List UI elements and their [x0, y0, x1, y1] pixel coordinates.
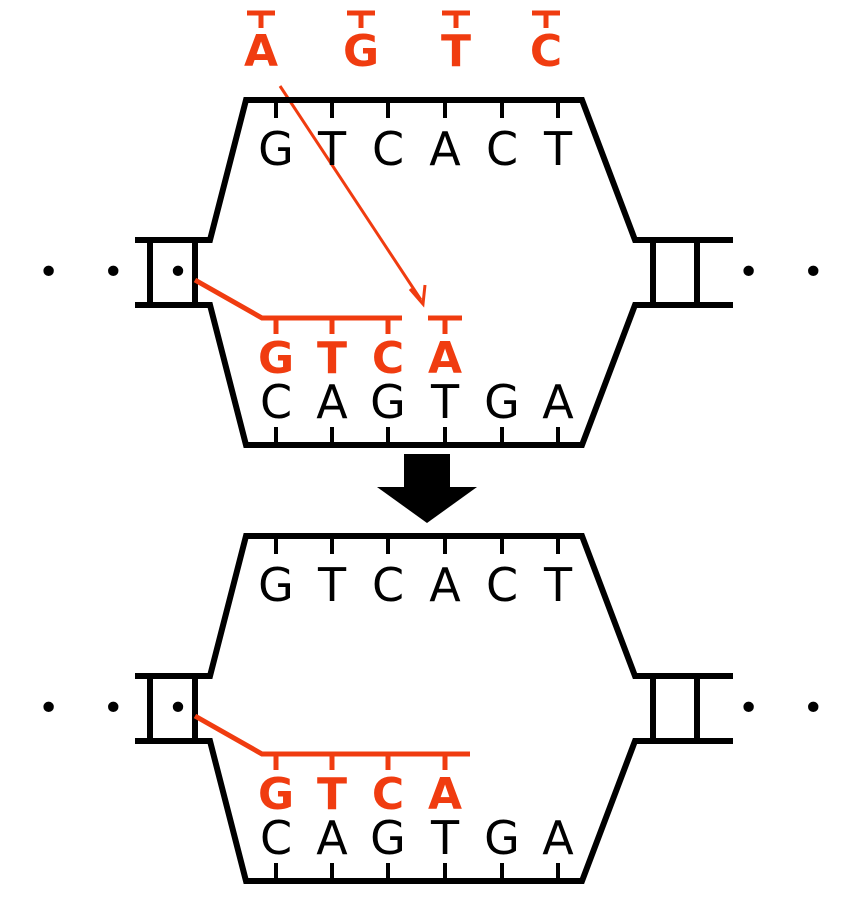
new-strand-base: C — [372, 769, 404, 820]
template-top-base: A — [429, 122, 461, 176]
new-strand-base: G — [258, 769, 294, 820]
template-bottom-base: A — [316, 375, 348, 429]
continuation-dots-right: • • • — [738, 688, 864, 729]
new-strand-base: T — [317, 333, 347, 384]
template-bottom-base: G — [484, 375, 520, 429]
free-nucleotide: C — [530, 26, 562, 77]
free-nucleotide: T — [441, 26, 471, 77]
template-top-base: C — [372, 122, 404, 176]
template-top-base: C — [486, 122, 518, 176]
template-top-base: C — [486, 558, 518, 612]
template-top-base: T — [317, 558, 347, 612]
free-nucleotide: A — [244, 26, 278, 77]
incorporation-arrow — [278, 85, 427, 308]
template-top-base: C — [372, 558, 404, 612]
template-bottom-base: A — [542, 375, 574, 429]
template-top-base: T — [317, 122, 347, 176]
new-strand-base: G — [258, 333, 294, 384]
template-top-base: G — [258, 558, 294, 612]
continuation-dots-left: • • • — [38, 688, 205, 729]
template-top-base: T — [543, 122, 573, 176]
down-arrow-icon — [377, 454, 477, 523]
template-bottom-base: G — [370, 375, 406, 429]
template-top-base: T — [543, 558, 573, 612]
new-strand-backbone — [193, 713, 470, 757]
new-strand-base: C — [372, 333, 404, 384]
new-strand-base: T — [317, 769, 347, 820]
template-top-base: A — [429, 558, 461, 612]
template-bottom-base: G — [370, 811, 406, 865]
template-bottom-base: C — [260, 811, 292, 865]
template-bottom-base: A — [542, 811, 574, 865]
new-strand-base: A — [428, 769, 462, 820]
continuation-dots-left: • • • — [38, 252, 205, 293]
free-nucleotide: G — [343, 26, 379, 77]
template-bottom-base: T — [430, 811, 460, 865]
template-bottom-base: C — [260, 375, 292, 429]
template-bottom-base: T — [430, 375, 460, 429]
template-bottom-base: G — [484, 811, 520, 865]
template-top-base: G — [258, 122, 294, 176]
template-bottom-base: A — [316, 811, 348, 865]
continuation-dots-right: • • • — [738, 252, 864, 293]
new-strand-backbone — [193, 277, 402, 321]
new-strand-base: A — [428, 333, 462, 384]
